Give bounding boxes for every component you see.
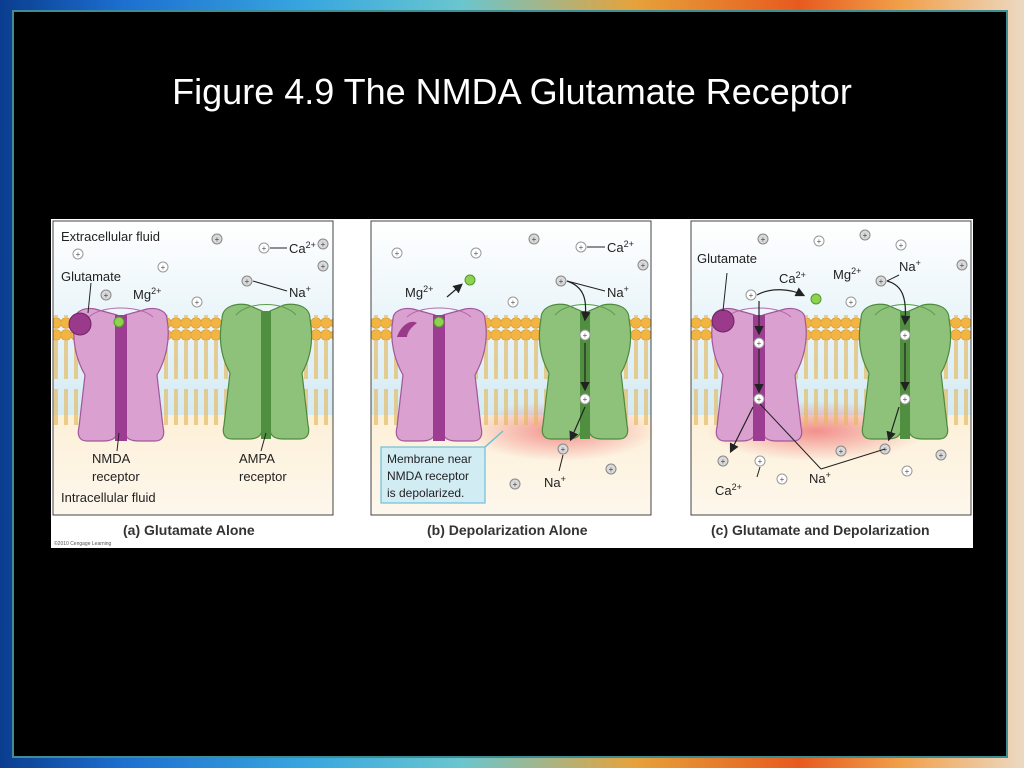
ion-a2: [258, 242, 270, 254]
caption-b: (b) Depolarization Alone: [427, 522, 588, 538]
label-ca-a: Ca2+: [289, 240, 316, 256]
panel-c: Glutamate Ca2+ Mg2+ Na+ Ca2+ Na+: [690, 220, 972, 516]
magnesium-ion-b: [433, 316, 445, 328]
label-ca-c: Ca2+: [779, 270, 806, 286]
caption-c: (c) Glutamate and Depolarization: [711, 522, 930, 538]
ion-c3: [859, 229, 871, 241]
label-mg-c: Mg2+: [833, 266, 861, 282]
ion-b9: [579, 393, 591, 405]
ion-c16: [835, 445, 847, 457]
magnesium-ejected-c: [810, 293, 822, 305]
ion-c2: [813, 235, 825, 247]
ion-a6: [317, 260, 329, 272]
ion-c15: [776, 473, 788, 485]
ion-b10: [557, 443, 569, 455]
glutamate-molecule-c: [711, 309, 735, 333]
membrane-note-box: [380, 446, 486, 504]
ion-b2: [575, 241, 587, 253]
label-ampa-line1: AMPA: [239, 451, 275, 466]
ion-c9: [753, 337, 765, 349]
ion-a9: [191, 296, 203, 308]
glutamate-site-b: [397, 321, 417, 337]
ion-c4: [895, 239, 907, 251]
label-intracellular: Intracellular fluid: [61, 490, 156, 505]
ion-c19: [901, 465, 913, 477]
ion-a7: [241, 275, 253, 287]
label-na-a: Na+: [289, 284, 311, 300]
magnesium-ejected-b: [464, 274, 476, 286]
label-ca-b: Ca2+: [607, 239, 634, 255]
ion-a5: [157, 261, 169, 273]
ion-c7: [845, 296, 857, 308]
ion-a8: [100, 289, 112, 301]
slide-title: Figure 4.9 The NMDA Glutamate Receptor: [172, 71, 852, 112]
copyright: ©2010 Cengage Learning: [54, 540, 112, 547]
ion-b3: [637, 259, 649, 271]
ion-c8: [875, 275, 887, 287]
label-extracellular: Extracellular fluid: [61, 229, 160, 244]
label-ca-bottom-c: Ca2+: [715, 482, 742, 498]
ion-c11: [899, 329, 911, 341]
ion-c6: [745, 289, 757, 301]
panel-b-border: [370, 220, 652, 516]
ion-b8: [579, 329, 591, 341]
ion-b12: [509, 478, 521, 490]
label-membrane-line3: is depolarized.: [387, 486, 464, 500]
label-glutamate-c: Glutamate: [697, 251, 757, 266]
label-na-c: Na+: [899, 258, 921, 274]
label-glutamate-a: Glutamate: [61, 269, 121, 284]
panel-b: Mg2+ Ca2+ Na+ Na+ Membrane near NMDA rec…: [370, 220, 656, 516]
panel-a: Extracellular fluid Glutamate Mg2+ Ca2+ …: [52, 220, 334, 516]
caption-a: (a) Glutamate Alone: [123, 522, 255, 538]
ion-b4: [391, 247, 403, 259]
nmda-figure: + +: [51, 219, 973, 548]
figure-svg: + +: [52, 220, 972, 547]
ion-c5: [956, 259, 968, 271]
label-mg-b: Mg2+: [405, 284, 433, 300]
ion-c1: [757, 233, 769, 245]
ion-c12: [899, 393, 911, 405]
ion-b6: [555, 275, 567, 287]
ampa-receptor-a: [219, 303, 313, 440]
label-na-bottom-c: Na+: [809, 470, 831, 486]
ion-b11: [605, 463, 617, 475]
label-nmda-line1: NMDA: [92, 451, 131, 466]
ion-a3: [317, 238, 329, 250]
ion-b7: [507, 296, 519, 308]
ion-c14: [754, 455, 766, 467]
ion-c13: [717, 455, 729, 467]
label-na-bottom-b: Na+: [544, 474, 566, 490]
ion-c18: [935, 449, 947, 461]
label-na-b: Na+: [607, 284, 629, 300]
magnesium-ion-a: [113, 316, 125, 328]
label-ampa-line2: receptor: [239, 469, 287, 484]
ion-b5: [470, 247, 482, 259]
panel-c-border: [690, 220, 972, 516]
label-mg-a: Mg2+: [133, 286, 161, 302]
ion-a4: [72, 248, 84, 260]
glutamate-molecule-a: [68, 312, 92, 336]
ion-c10: [753, 393, 765, 405]
panel-a-border: [52, 220, 334, 516]
label-nmda-line2: receptor: [92, 469, 140, 484]
label-membrane-line1: Membrane near: [387, 452, 472, 466]
label-membrane-line2: NMDA receptor: [387, 469, 469, 483]
ion-a1: [211, 233, 223, 245]
ion-b1: [528, 233, 540, 245]
